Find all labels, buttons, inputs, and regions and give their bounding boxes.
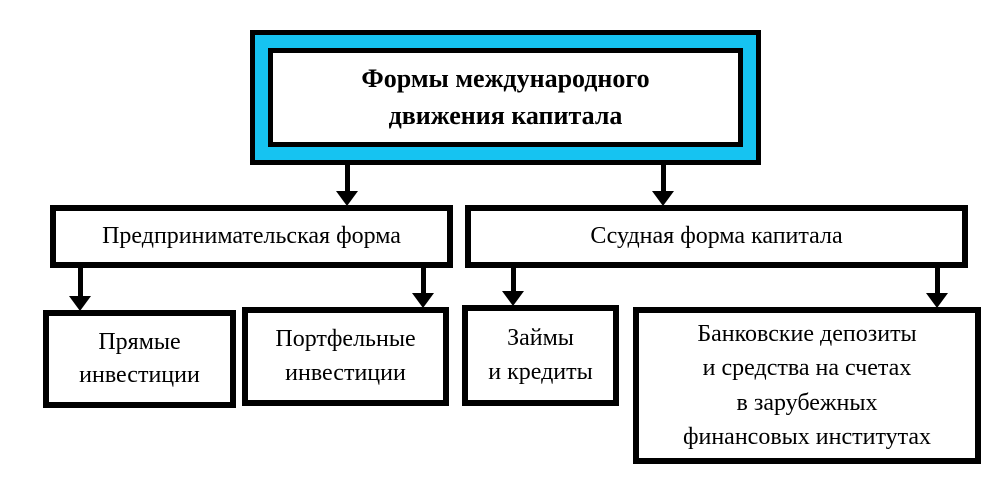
node-portfolio-investments: Портфельные инвестиции bbox=[242, 307, 449, 406]
node-bank-deposits: Банковские депозиты и средства на счетах… bbox=[633, 307, 981, 464]
root-label-line-1: Формы международного bbox=[361, 64, 650, 94]
loan-form-label: Ссудная форма капитала bbox=[590, 222, 843, 249]
bank-deposits-line-4: финансовых институтах bbox=[682, 423, 932, 450]
node-direct-investments: Прямые инвестиции bbox=[43, 310, 236, 408]
root-label-line-2: движения капитала bbox=[388, 100, 623, 130]
entrepreneurial-form-label: Предпринимательская форма bbox=[102, 222, 401, 249]
arrow-root-to-loan-form bbox=[652, 164, 674, 206]
node-root-forms-of-capital: Формы международного движения капитала bbox=[250, 30, 761, 165]
arrow-entrepreneurial-to-portfolio bbox=[412, 266, 434, 308]
bank-deposits-line-3: в зарубежных bbox=[736, 389, 878, 416]
direct-investments-line-2: инвестиции bbox=[79, 362, 200, 388]
bank-deposits-line-2: и средства на счетах bbox=[702, 355, 912, 382]
portfolio-investments-line-2: инвестиции bbox=[285, 359, 406, 386]
arrow-entrepreneurial-to-direct bbox=[69, 266, 91, 311]
node-entrepreneurial-form: Предпринимательская форма bbox=[50, 205, 453, 268]
portfolio-investments-line-1: Портфельные bbox=[275, 326, 416, 353]
node-loan-form: Ссудная форма капитала bbox=[465, 205, 968, 268]
arrow-root-to-entrepreneurial bbox=[336, 164, 358, 206]
loans-credits-line-1: Займы bbox=[507, 325, 574, 352]
loans-credits-line-2: и кредиты bbox=[488, 358, 593, 385]
node-root-label: Формы международного движения капитала bbox=[268, 48, 743, 147]
arrow-loan-to-loans-credits bbox=[502, 266, 524, 306]
arrow-loan-to-bank-deposits bbox=[926, 266, 948, 308]
node-loans-and-credits: Займы и кредиты bbox=[462, 305, 619, 406]
direct-investments-line-1: Прямые bbox=[98, 328, 181, 355]
bank-deposits-line-1: Банковские депозиты bbox=[697, 321, 917, 348]
